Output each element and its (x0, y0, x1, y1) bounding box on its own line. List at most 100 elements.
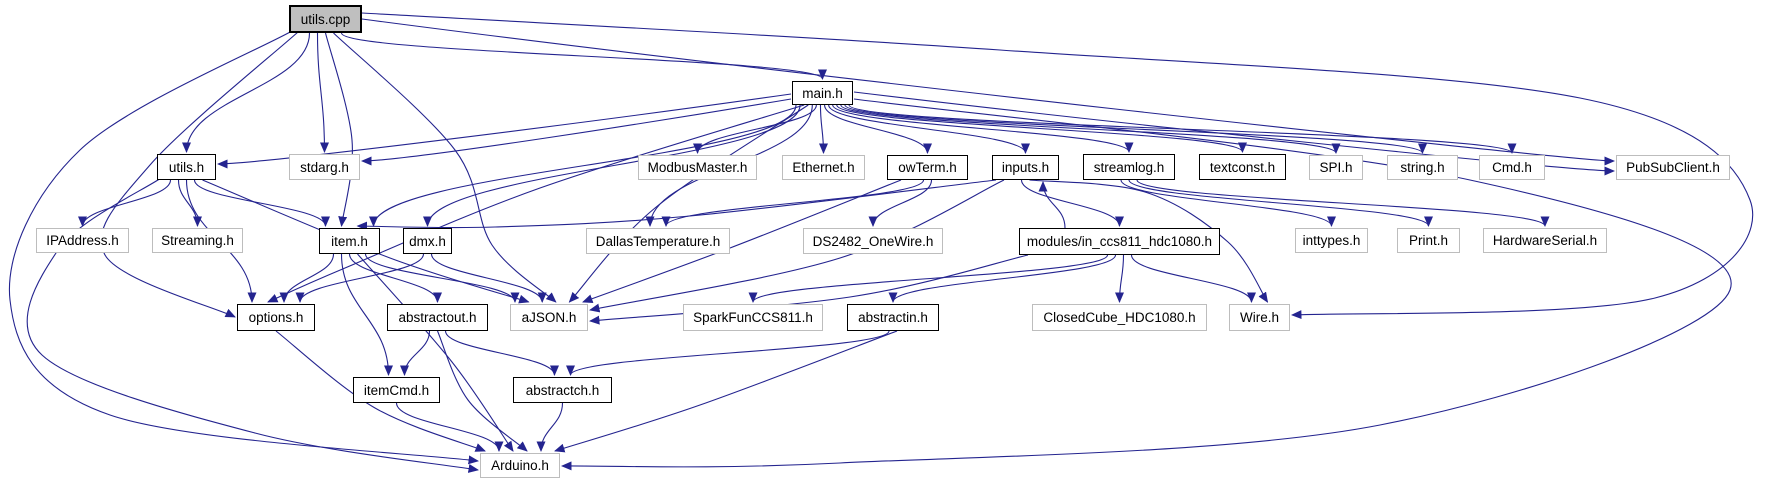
graph-node-label: SPI.h (1319, 160, 1353, 175)
graph-node-arduino-h: Arduino.h (480, 453, 560, 478)
include-edge-utils_cpp-to-item_h (324, 32, 353, 227)
graph-node-label: abstractin.h (858, 310, 928, 325)
graph-node-label: itemCmd.h (363, 382, 430, 398)
graph-node-label: SparkFunCCS811.h (693, 310, 813, 325)
graph-node-label: aJSON.h (521, 310, 577, 325)
graph-node-modbusmaster-h: ModbusMaster.h (638, 155, 757, 180)
graph-node-pubsubclient-h: PubSubClient.h (1616, 155, 1730, 180)
graph-node-dmx-h[interactable]: dmx.h (403, 228, 452, 254)
graph-node-hardwareserial-h: HardwareSerial.h (1483, 228, 1607, 253)
include-edge-modules_in_ccs811_hdc1080_h-to-abstractin_h (888, 254, 1117, 303)
graph-node-closedcube-hdc1080-h: ClosedCube_HDC1080.h (1032, 304, 1207, 331)
include-edge-streamlog_h-to-print_h (1128, 179, 1433, 227)
graph-node-label: textconst.h (1209, 159, 1276, 175)
graph-node-modules-in-ccs811-hdc1080-h[interactable]: modules/in_ccs811_hdc1080.h (1019, 228, 1220, 255)
graph-node-label: HardwareSerial.h (1492, 233, 1598, 248)
include-edge-item_h-to-itemcmd_h (340, 253, 393, 376)
graph-node-inttypes-h: inttypes.h (1295, 228, 1368, 253)
include-edge-inputs_h-to-item_h (356, 179, 997, 231)
include-edge-utils_cpp-to-ajson_h (333, 32, 557, 303)
graph-node-label: item.h (331, 233, 368, 249)
include-edge-main_h-to-item_h (369, 104, 797, 227)
graph-node-wire-h: Wire.h (1229, 304, 1290, 331)
include-edge-utils_cpp-to-main_h (340, 32, 827, 80)
include-edge-owterm_h-to-ajson_h (582, 179, 902, 303)
include-edge-main_h-to-arduino_h (561, 98, 1732, 471)
include-edge-modules_in_ccs811_hdc1080_h-to-closedcube_hdc1080_h (1115, 254, 1125, 303)
graph-node-label: streamlog.h (1093, 159, 1165, 175)
include-edge-utils_h-to-streaming_h (177, 179, 202, 227)
include-edge-modules_in_ccs811_hdc1080_h-to-wire_h (1130, 254, 1256, 303)
graph-node-main-h[interactable]: main.h (792, 81, 853, 105)
graph-node-print-h: Print.h (1397, 228, 1460, 253)
graph-node-label: utils.h (168, 159, 205, 175)
graph-node-label: utils.cpp (300, 11, 351, 27)
graph-node-ajson-h: aJSON.h (510, 304, 588, 331)
include-edge-modules_in_ccs811_hdc1080_h-to-inputs_h (1038, 181, 1066, 229)
include-edge-options_h-to-arduino_h (275, 330, 486, 452)
graph-node-ds2482-onewire-h: DS2482_OneWire.h (803, 228, 943, 254)
graph-node-item-h[interactable]: item.h (319, 228, 380, 254)
include-edge-abstractch_h-to-arduino_h (536, 402, 564, 452)
include-edge-abstractout_h-to-abstractch_h (444, 330, 559, 376)
include-edge-inputs_h-to-ajson_h (589, 179, 1005, 313)
graph-node-label: string.h (1400, 160, 1445, 175)
graph-node-label: Streaming.h (161, 233, 234, 248)
graph-node-label: IPAddress.h (46, 233, 119, 248)
include-edge-main_h-to-ajson_h (568, 104, 809, 303)
graph-node-abstractch-h[interactable]: abstractch.h (513, 377, 612, 403)
include-edge-streamlog_h-to-hardwareserial_h (1136, 179, 1550, 227)
graph-node-label: main.h (802, 85, 843, 101)
graph-node-abstractout-h[interactable]: abstractout.h (387, 304, 488, 331)
include-edge-utils_cpp-to-arduino_h (8, 30, 479, 465)
graph-node-label: dmx.h (409, 233, 446, 249)
graph-node-textconst-h[interactable]: textconst.h (1199, 154, 1286, 180)
include-edge-utils_h-to-ajson_h (202, 179, 530, 304)
graph-node-label: inttypes.h (1302, 233, 1361, 248)
graph-node-streaming-h: Streaming.h (152, 228, 243, 253)
graph-node-label: ModbusMaster.h (647, 160, 748, 175)
include-edge-utils_h-to-item_h (193, 179, 330, 227)
include-edge-main_h-to-owterm_h (823, 104, 932, 154)
include-edge-utils_h-to-ipaddress_h (78, 179, 172, 227)
include-edge-main_h-to-ethernet_h (818, 104, 828, 154)
graph-node-label: owTerm.h (898, 160, 957, 175)
graph-node-streamlog-h[interactable]: streamlog.h (1083, 154, 1175, 180)
include-edge-main_h-to-spi_h (840, 104, 1341, 154)
graph-node-ipaddress-h: IPAddress.h (36, 228, 129, 253)
include-edge-main_h-to-stdarg_h (361, 98, 792, 166)
graph-node-label: modules/in_ccs811_hdc1080.h (1026, 234, 1213, 249)
include-edge-modules_in_ccs811_hdc1080_h-to-sparkfunccs811_h (748, 254, 1109, 303)
graph-node-label: Ethernet.h (792, 160, 855, 175)
graph-node-label: PubSubClient.h (1626, 160, 1720, 175)
graph-node-ethernet-h: Ethernet.h (782, 155, 865, 180)
include-edge-streamlog_h-to-inttypes_h (1120, 179, 1336, 227)
graph-node-inputs-h[interactable]: inputs.h (992, 155, 1059, 180)
graph-node-dallastemperature-h: DallasTemperature.h (586, 228, 730, 254)
include-edge-abstractout_h-to-arduino_h (436, 330, 528, 452)
graph-node-itemcmd-h[interactable]: itemCmd.h (353, 377, 440, 403)
graph-node-label: abstractout.h (398, 310, 477, 325)
graph-node-options-h[interactable]: options.h (237, 304, 315, 331)
include-edge-utils_cpp-to-wire_h (361, 12, 1754, 320)
graph-node-label: DS2482_OneWire.h (812, 233, 934, 249)
graph-node-label: Print.h (1408, 233, 1449, 248)
include-edge-owterm_h-to-ds2482_onewire_h (868, 179, 933, 227)
graph-node-label: abstractch.h (525, 382, 600, 398)
graph-node-utils-h[interactable]: utils.h (157, 154, 216, 180)
include-edge-main_h-to-inputs_h (828, 104, 1030, 154)
graph-node-label: Cmd.h (1492, 160, 1532, 175)
include-edge-main_h-to-pubsubclient_h (853, 91, 1615, 176)
graph-node-spi-h: SPI.h (1309, 155, 1363, 180)
include-edge-item_h-to-ajson_h (364, 253, 520, 303)
graph-node-label: ClosedCube_HDC1080.h (1043, 310, 1196, 325)
include-edge-utils_cpp-to-pubsubclient_h (361, 18, 1615, 166)
graph-node-label: stdarg.h (300, 159, 349, 175)
graph-node-abstractin-h[interactable]: abstractin.h (847, 304, 939, 331)
graph-node-stdarg-h: stdarg.h (289, 154, 360, 180)
graph-node-label: Wire.h (1239, 310, 1279, 325)
include-edge-itemcmd_h-to-arduino_h (395, 402, 504, 452)
graph-node-owterm-h[interactable]: owTerm.h (887, 155, 968, 180)
include-edge-main_h-to-options_h (267, 104, 805, 303)
